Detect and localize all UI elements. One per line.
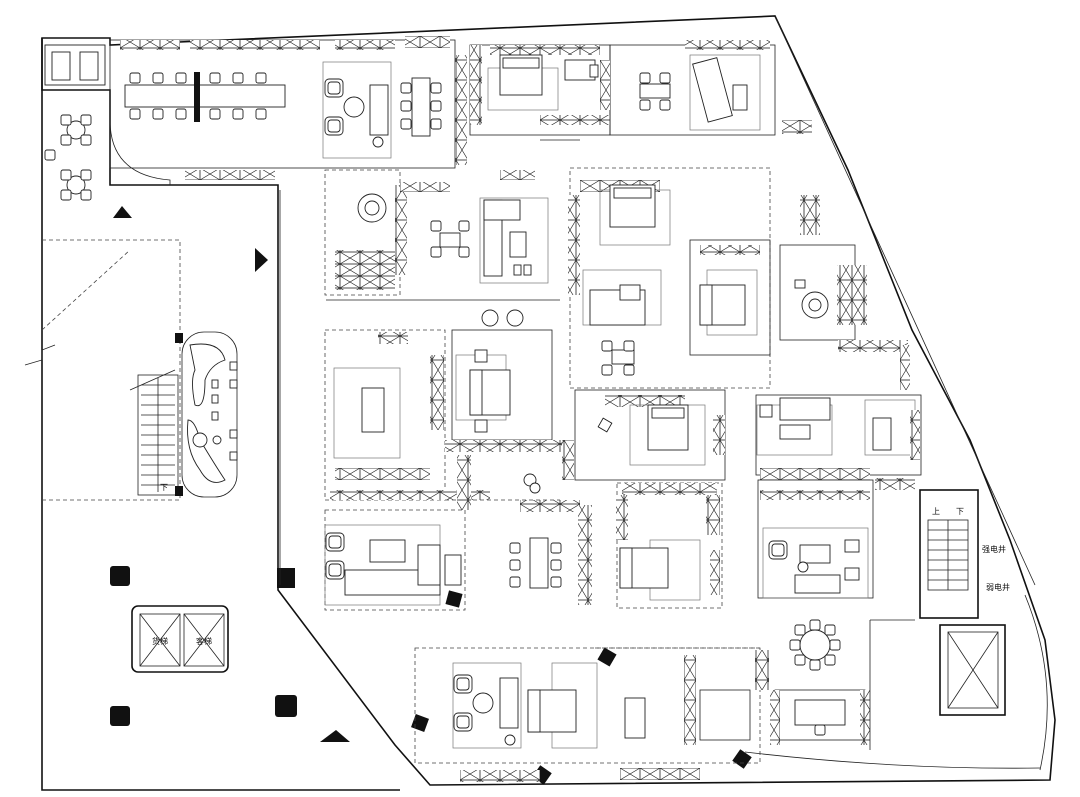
- island-room: [324, 329, 490, 501]
- round-table-set: [44, 114, 92, 201]
- elevator-label-a: 货梯: [152, 636, 168, 646]
- elevator-block: 货梯 客梯: [131, 605, 229, 673]
- living-middle: [430, 170, 549, 284]
- bedroom-right-center: [689, 195, 867, 356]
- dining-center: [509, 500, 592, 605]
- arrow-marker: [113, 206, 132, 218]
- atrium-area: [24, 44, 181, 501]
- sofa-room-lower: [324, 509, 466, 611]
- partition-walls: [279, 190, 915, 750]
- round-office: [324, 169, 450, 296]
- conference-area: [109, 36, 467, 180]
- pipe-well-label-2: 弱电井: [986, 582, 1010, 592]
- living-top-right: [600, 40, 812, 136]
- living-right: [755, 394, 922, 480]
- shaft: [939, 624, 1006, 716]
- bedroom-lower-center: [616, 482, 723, 609]
- columns: [110, 566, 752, 785]
- stair-core: 上 下 强电井 弱电井: [919, 489, 1010, 619]
- bedroom-center-right: [562, 389, 726, 481]
- stair-down-label: 下: [956, 507, 964, 516]
- escalator-label: 下: [160, 483, 168, 492]
- lounge-right: [757, 479, 874, 671]
- arrow-marker: [255, 248, 268, 272]
- elevator-label-b: 客梯: [196, 636, 212, 646]
- living-bottom: [414, 647, 769, 782]
- outer-boundary: [41, 15, 1056, 791]
- arrow-marker: [320, 730, 350, 742]
- display-island: [181, 331, 238, 498]
- desk-area: [770, 689, 870, 745]
- stair-up-label: 上: [932, 507, 940, 516]
- pipe-well-label-1: 强电井: [982, 544, 1006, 554]
- escalator: 下: [129, 333, 183, 496]
- bedroom-top: [469, 44, 611, 141]
- bedroom-middle: [445, 309, 565, 510]
